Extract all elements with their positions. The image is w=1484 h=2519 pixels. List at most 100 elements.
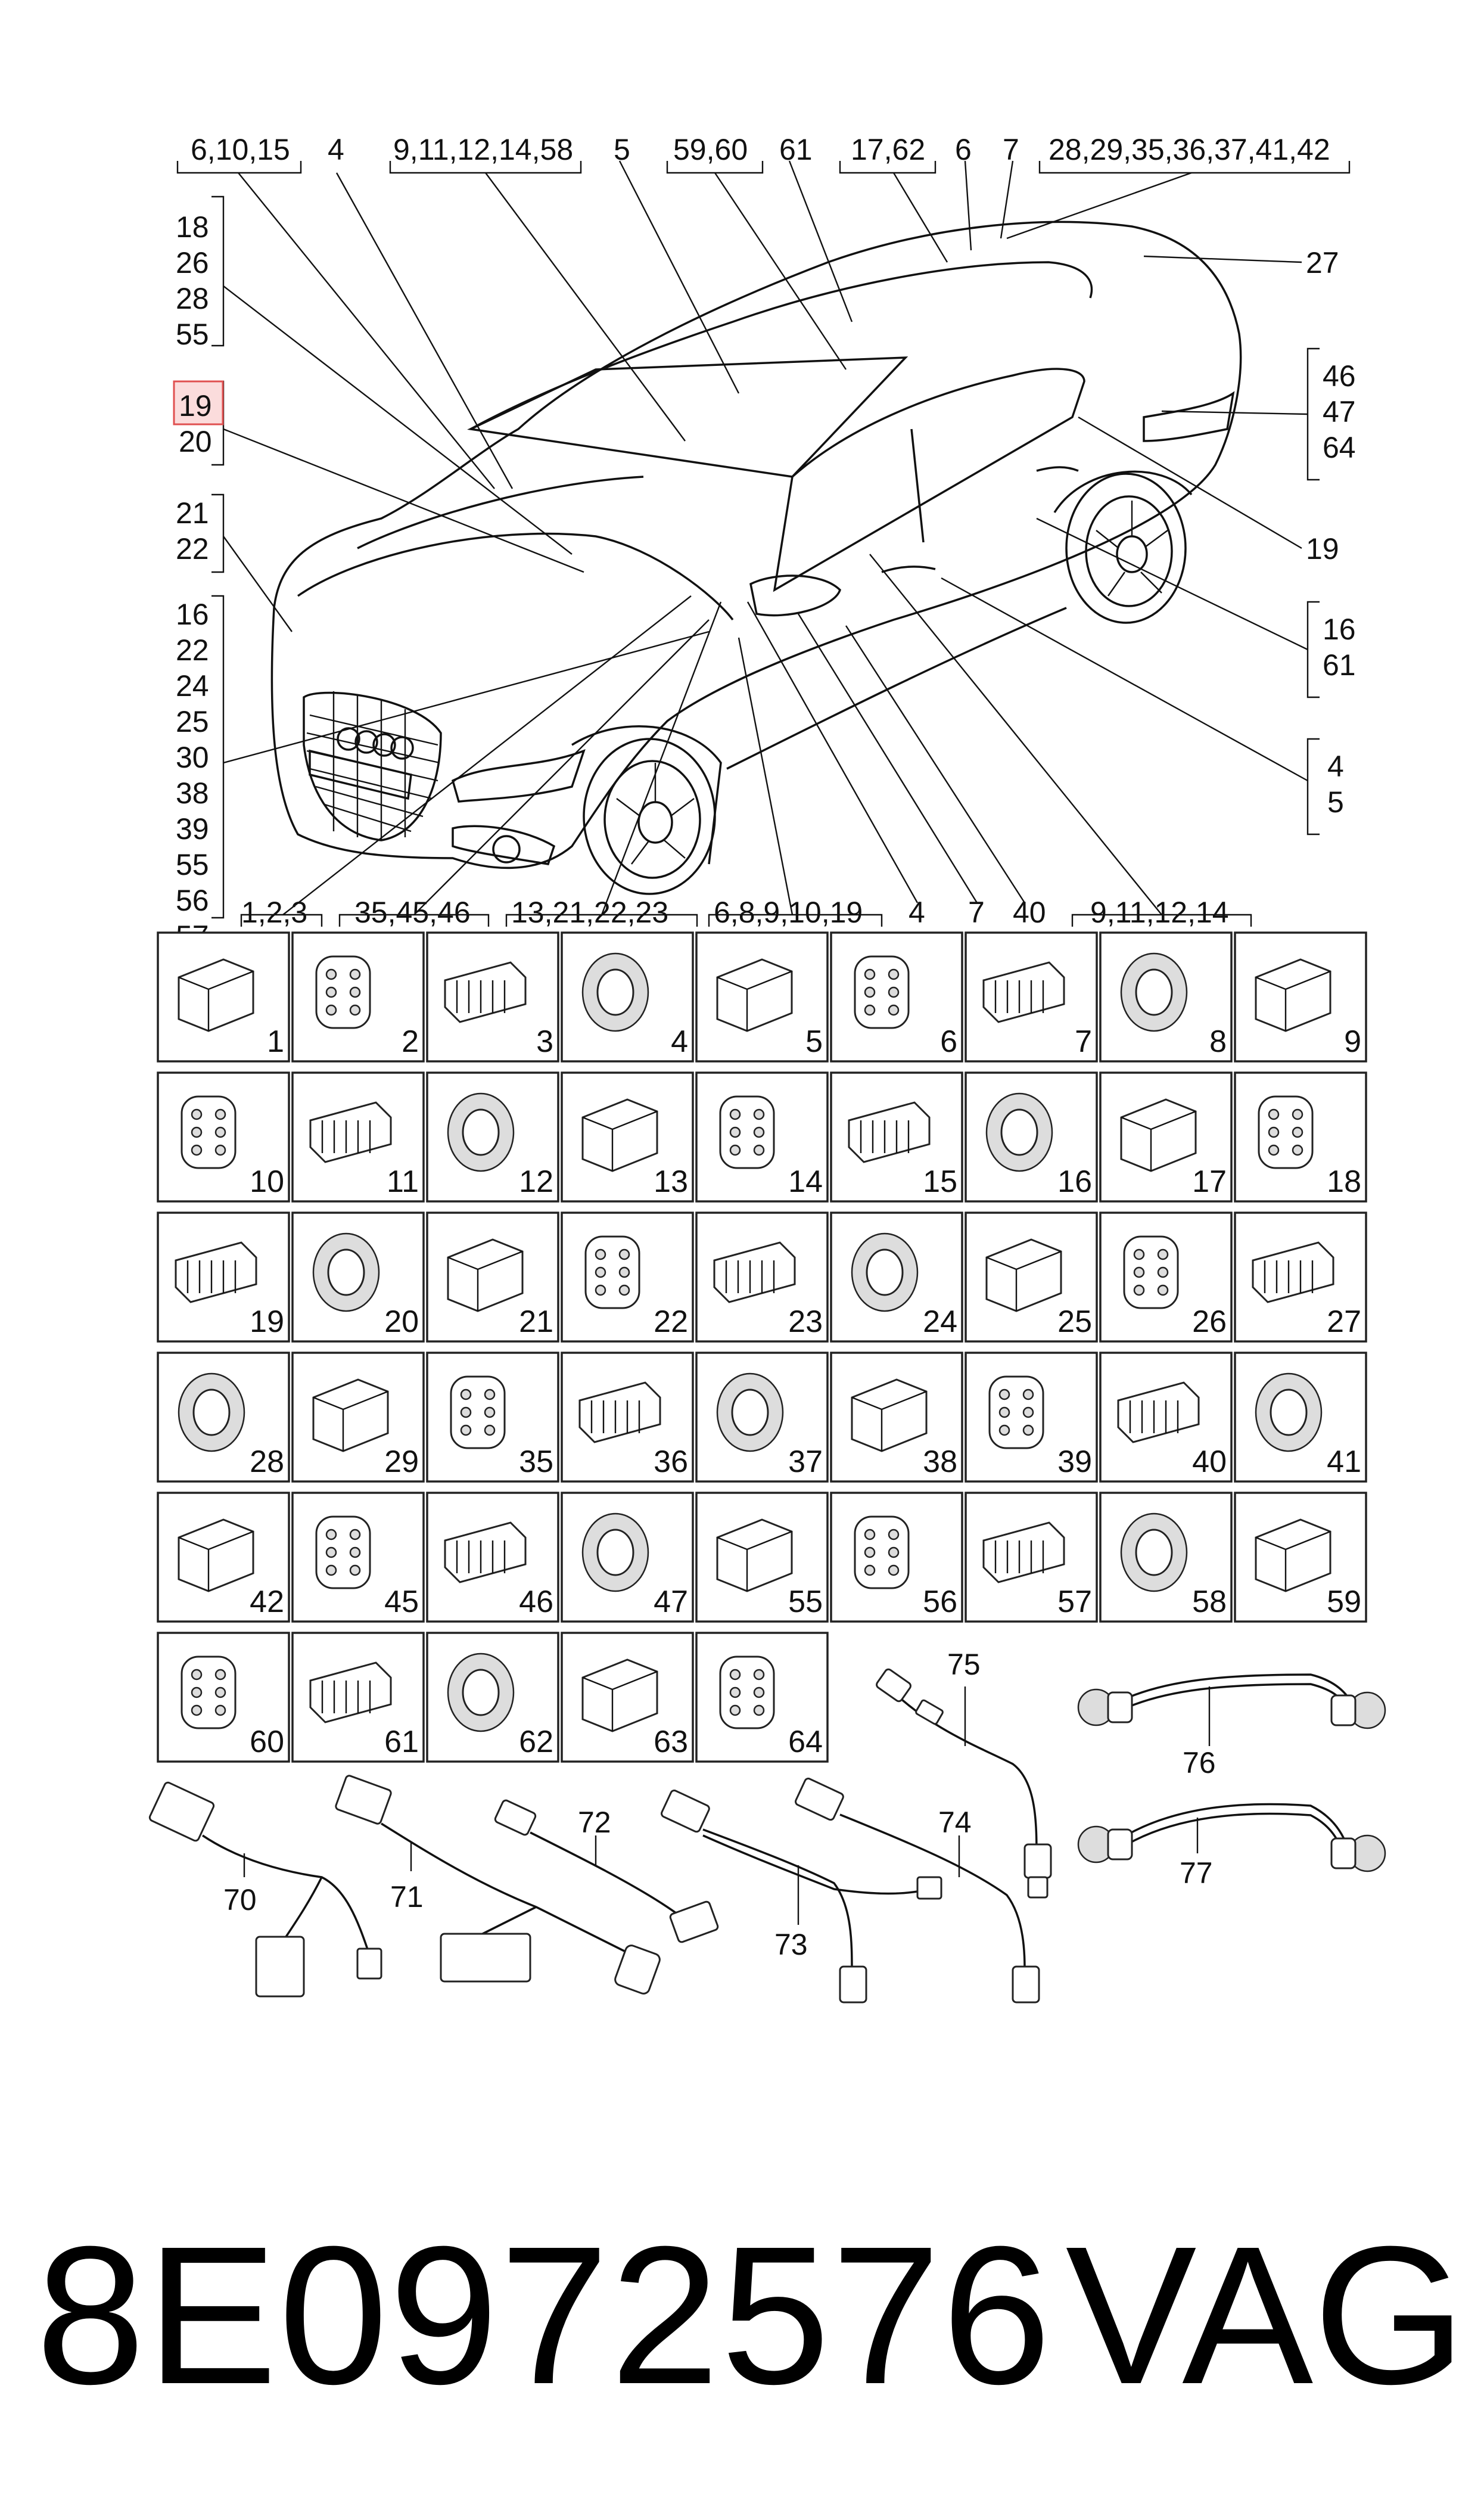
part-cell-11: 11 [291,1071,425,1203]
svg-text:71: 71 [390,1880,424,1914]
cable-75: 75 [876,1648,1052,1899]
connector-icon [312,1378,389,1452]
svg-text:55: 55 [176,318,209,351]
connector-icon [447,1653,515,1732]
cable-assemblies: 75 76 77 70 [148,1648,1386,2004]
part-cell-42: 42 [157,1492,290,1623]
part-cell-26: 26 [1099,1212,1233,1343]
part-cell-55: 55 [695,1492,829,1623]
cable-74: 74 [795,1778,1040,2004]
svg-text:61: 61 [779,133,813,166]
part-cell-64: 64 [695,1632,829,1763]
connector-icon [854,955,910,1029]
part-number-label: 38 [923,1445,957,1479]
connector-icon [716,958,793,1032]
part-number-label: 12 [519,1164,553,1199]
svg-text:16: 16 [1323,613,1356,646]
part-cell-4: 4 [561,931,694,1063]
part-cell-58: 58 [1099,1492,1233,1623]
svg-text:73: 73 [774,1928,808,1961]
part-number-label: 21 [519,1304,553,1339]
leader-lines [176,160,1351,927]
part-cell-1: 1 [157,931,290,1063]
svg-text:25: 25 [176,705,209,738]
part-number-label: 47 [654,1585,688,1619]
parts-diagram: 6,10,15 4 9,11,12,14,58 5 59,60 61 17,62… [148,133,1386,2004]
svg-text:75: 75 [947,1648,981,1681]
car-drawing [270,220,1242,895]
callout-labels-right: 27 46 47 64 19 16 61 4 5 [1306,246,1356,819]
part-number-label: 20 [384,1304,419,1339]
part-number-label: 27 [1327,1304,1361,1339]
part-number-label: 8 [1209,1024,1227,1059]
connector-icon [1117,1381,1200,1443]
svg-text:16: 16 [176,598,209,631]
connector-icon [1255,958,1331,1032]
part-number-label: 41 [1327,1445,1361,1479]
svg-text:1,2,3: 1,2,3 [241,896,307,929]
part-number-label: 7 [1075,1024,1092,1059]
part-number-label: 35 [519,1445,553,1479]
svg-text:9,11,12,14: 9,11,12,14 [1090,896,1229,929]
part-number-label: 28 [250,1445,284,1479]
svg-text:7: 7 [1003,133,1019,166]
part-cell-38: 38 [830,1352,963,1483]
connector-icon [178,1372,245,1452]
svg-text:40: 40 [1013,896,1046,929]
connector-icon [581,1658,658,1732]
part-cell-60: 60 [157,1632,290,1763]
connector-icon [181,1095,237,1169]
callout-labels-left: 18 26 28 55 19 20 21 22 16 22 24 25 30 3… [176,210,212,953]
svg-text:72: 72 [578,1806,611,1839]
part-number-label: 63 [654,1725,688,1759]
svg-text:18: 18 [176,210,209,244]
part-cell-40: 40 [1099,1352,1233,1483]
cable-73: 73 [661,1790,942,2004]
part-cell-45: 45 [291,1492,425,1623]
part-cell-5: 5 [695,931,829,1063]
connector-icon [713,1241,796,1303]
connector-icon [178,1518,254,1592]
connector-icon [1258,1095,1314,1169]
brand-name: VAG [1065,2205,1466,2425]
part-number-label: 6 [940,1024,957,1059]
svg-text:46: 46 [1323,359,1356,393]
part-cell-8: 8 [1099,931,1233,1063]
svg-text:6: 6 [955,133,972,166]
part-cell-12: 12 [426,1071,559,1203]
connector-icon [716,1518,793,1592]
svg-text:61: 61 [1323,648,1356,682]
part-number-label: 40 [1192,1445,1227,1479]
connector-icon [181,1655,237,1729]
highlight-box [173,380,224,425]
part-cell-2: 2 [291,931,425,1063]
part-number-label: 18 [1327,1164,1361,1199]
callout-labels-bottom: 1,2,3 35,45,46 13,21,22,23 6,8,9,10,19 4… [241,896,1229,929]
svg-text:6,10,15: 6,10,15 [191,133,290,166]
svg-text:4: 4 [1327,750,1344,783]
connector-icon [988,1375,1044,1449]
part-cell-14: 14 [695,1071,829,1203]
cable-71: 71 [335,1775,661,1995]
part-cell-19: 19 [157,1212,290,1343]
connector-icon [848,1101,931,1163]
svg-text:4: 4 [909,896,925,929]
connector-icon [1120,952,1188,1032]
connector-icon [584,1235,640,1309]
part-number-label: 39 [1057,1445,1092,1479]
connector-icon [581,1098,658,1172]
connector-icon [312,1232,380,1312]
part-number-label: 1 [267,1024,284,1059]
part-cell-24: 24 [830,1212,963,1343]
part-number-label: 22 [654,1304,688,1339]
part-number: 8E0972576 [36,2205,1053,2425]
part-cell-39: 39 [965,1352,1098,1483]
part-number-label: 60 [250,1725,284,1759]
part-cell-10: 10 [157,1071,290,1203]
cable-77: 77 [1077,1803,1386,1890]
part-number-label: 16 [1057,1164,1092,1199]
part-number-label: 24 [923,1304,957,1339]
svg-text:38: 38 [176,776,209,810]
part-number-label: 10 [250,1164,284,1199]
